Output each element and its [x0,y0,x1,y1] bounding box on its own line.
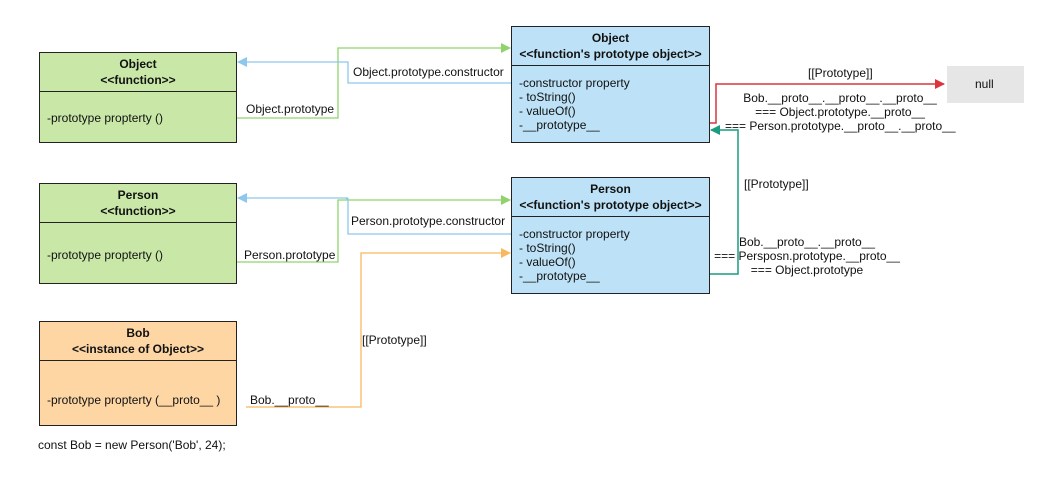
object-equality-line-2: === Persposn.prototype.__proto__ [714,249,900,263]
bob-instance-subtitle: <<instance of Object>> [71,342,205,356]
bob-proto-link [246,248,511,408]
bob-instance-title: Bob [126,326,150,340]
object-prototype-constructor-label: Object.prototype.constructor [353,65,504,79]
prototype-label-top: [[Prototype]] [808,66,873,80]
bob-instance-header: Bob <<instance of Object>> [40,322,236,361]
null-equality-line-1: Bob.__proto__.__proto__.__proto__ [743,91,937,105]
person-prototype-link [165,195,511,263]
prototype-label-middle: [[Prototype]] [744,177,809,191]
object-function-title: Object [119,57,157,71]
object-equality-line-1: Bob.__proto__.__proto__ [738,235,876,249]
person-prototype-header: Person <<function's prototype object>> [512,178,709,217]
code-caption: const Bob = new Person('Bob', 24); [38,438,226,452]
null-equality-line-2: === Object.prototype.__proto__ [755,105,925,119]
null-equality-note: Bob.__proto__.__proto__.__proto__ === Ob… [725,91,956,133]
object-function-prototype-row: -prototype propterty () [47,111,164,125]
object-function-subtitle: <<function>> [100,73,176,87]
person-prototype-constructor-label: Person.prototype.constructor [351,214,506,228]
object-prototype-row-valueof: - valueOf() [519,104,576,118]
object-prototype-subtitle: <<function's prototype object>> [519,47,702,61]
null-equality-line-3: === Person.prototype.__proto__.__proto__ [725,119,956,133]
person-prototype-row-proto: -__prototype__ [519,269,600,283]
person-prototype-row-tostring: - toString() [519,241,576,255]
person-prototype-label: Person.prototype [244,248,336,262]
object-equality-note: Bob.__proto__.__proto__ === Persposn.pro… [714,235,900,277]
object-function-box: Object <<function>> -prototype propterty… [39,52,237,143]
person-function-header: Person <<function>> [40,184,236,223]
prototype-label-bob: [[Prototype]] [362,333,427,347]
object-prototype-row-proto: -__prototype__ [519,118,600,132]
null-box: null [947,66,1024,103]
object-equality-line-3: === Object.prototype [750,263,864,277]
person-prototype-subtitle: <<function's prototype object>> [519,198,702,212]
bob-instance-box: Bob <<instance of Object>> -prototype pr… [39,321,237,426]
object-prototype-label: Object.prototype [246,102,335,116]
object-prototype-header: Object <<function's prototype object>> [512,27,709,66]
person-prototype-box: Person <<function's prototype object>> -… [511,177,710,294]
person-prototype-title: Person [590,182,631,196]
object-prototype-row-constructor: -constructor property [519,76,630,90]
person-function-subtitle: <<function>> [100,204,176,218]
object-prototype-box: Object <<function's prototype object>> -… [511,26,710,143]
bob-instance-proto-row: -prototype propterty (__proto__ ) [47,393,221,407]
object-constructor-link [237,57,512,84]
person-function-title: Person [117,188,159,202]
person-prototype-row-constructor: -constructor property [519,227,630,241]
object-prototype-title: Object [591,31,630,45]
null-label: null [975,77,994,91]
object-prototype-link [165,43,511,119]
person-function-box: Person <<function>> -prototype propterty… [39,183,237,284]
object-prototype-row-tostring: - toString() [519,90,576,104]
person-prototype-row-valueof: - valueOf() [519,255,576,269]
person-function-prototype-row: -prototype propterty () [47,248,164,262]
bob-proto-label: Bob.__proto__ [250,393,329,407]
object-function-header: Object <<function>> [40,53,236,92]
